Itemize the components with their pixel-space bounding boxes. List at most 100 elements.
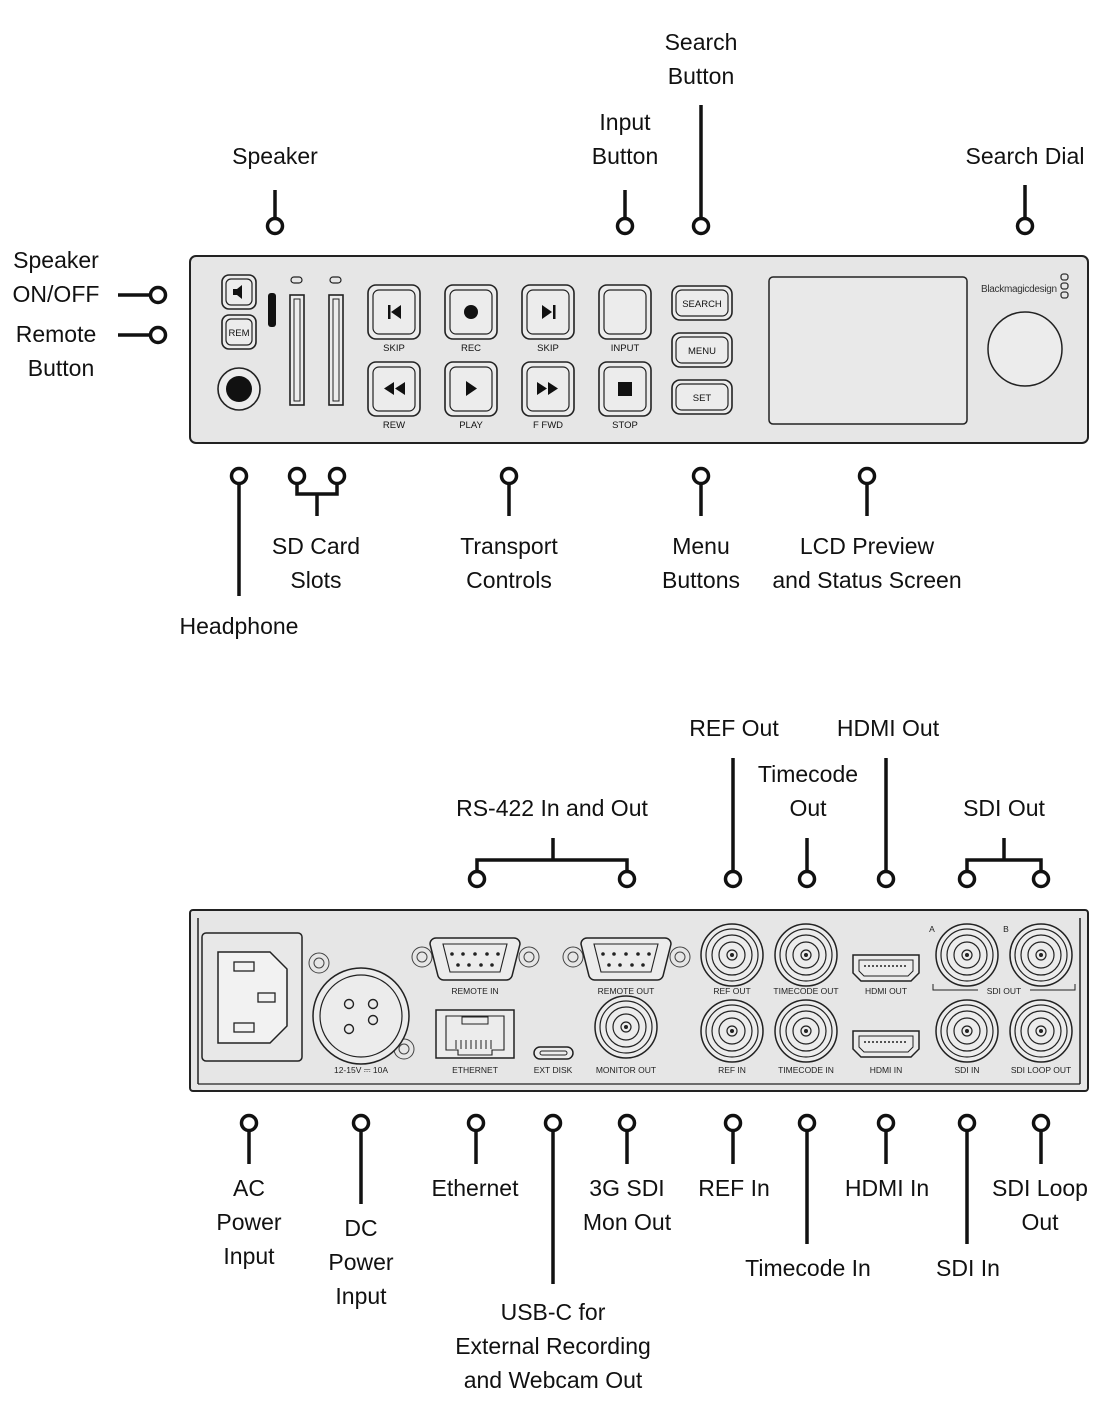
rewind-label: REW bbox=[383, 420, 405, 431]
label-sd-line1: SD Card bbox=[272, 533, 360, 559]
label-3gsdi-line1: 3G SDI bbox=[589, 1175, 664, 1201]
sdi-out-label: SDI OUT bbox=[987, 986, 1021, 996]
speaker-icon bbox=[233, 285, 242, 299]
label-sdi-out: SDI Out bbox=[963, 795, 1045, 821]
usb-c-port[interactable]: EXT DISK bbox=[533, 1046, 574, 1075]
dc-power-input[interactable]: 12-15V ⎓ 10A bbox=[308, 952, 415, 1075]
label-usbc-line2: External Recording bbox=[455, 1333, 651, 1359]
ethernet-port[interactable]: ETHERNET bbox=[435, 1009, 515, 1075]
sdi-in-port[interactable]: SDI IN bbox=[935, 999, 999, 1075]
rem-button[interactable]: REM bbox=[221, 314, 257, 350]
skip-back-button[interactable]: SKIP bbox=[367, 284, 421, 354]
label-timecode-out-line1: Timecode bbox=[758, 761, 858, 787]
timecode-in-label: TIMECODE IN bbox=[778, 1065, 834, 1075]
ref-in-port[interactable]: REF IN bbox=[700, 999, 764, 1075]
label-ac-line3: Input bbox=[223, 1243, 275, 1269]
label-dc-line1: DC bbox=[344, 1215, 377, 1241]
set-button-label: SET bbox=[693, 393, 712, 404]
sdi-in-label: SDI IN bbox=[954, 1065, 979, 1075]
label-speaker-onoff-line2: ON/OFF bbox=[13, 281, 100, 307]
label-usbc-line1: USB-C for bbox=[501, 1299, 606, 1325]
label-ethernet: Ethernet bbox=[432, 1175, 520, 1201]
label-remote-line2: Button bbox=[28, 355, 95, 381]
input-button[interactable]: INPUT bbox=[598, 284, 652, 354]
lcd-screen bbox=[768, 276, 968, 425]
label-ref-in: REF In bbox=[698, 1175, 770, 1201]
label-timecode-out-line2: Out bbox=[789, 795, 827, 821]
timecode-out-port[interactable]: TIMECODE OUT bbox=[773, 923, 839, 996]
headphone-jack[interactable] bbox=[217, 367, 261, 411]
label-transport-line1: Transport bbox=[460, 533, 558, 559]
label-hdmi-in: HDMI In bbox=[845, 1175, 929, 1201]
label-speaker: Speaker bbox=[232, 143, 318, 169]
timecode-in-port[interactable]: TIMECODE IN bbox=[774, 999, 838, 1075]
fast-forward-icon bbox=[537, 382, 558, 395]
label-dc-line3: Input bbox=[335, 1283, 387, 1309]
label-search-dial: Search Dial bbox=[966, 143, 1085, 169]
timecode-out-label: TIMECODE OUT bbox=[773, 986, 838, 996]
sd-card-slot-2[interactable] bbox=[328, 276, 344, 406]
remote-in-port[interactable]: REMOTE IN bbox=[411, 937, 540, 996]
label-ref-out: REF Out bbox=[689, 715, 779, 741]
label-rs422: RS-422 In and Out bbox=[456, 795, 648, 821]
label-sdi-loop-line2: Out bbox=[1021, 1209, 1059, 1235]
label-menu-line2: Buttons bbox=[662, 567, 740, 593]
label-search-line2: Button bbox=[668, 63, 735, 89]
label-sdi-in: SDI In bbox=[936, 1255, 1000, 1281]
skip-forward-button[interactable]: SKIP bbox=[521, 284, 575, 354]
label-sdi-loop-line1: SDI Loop bbox=[992, 1175, 1088, 1201]
label-ac-line2: Power bbox=[216, 1209, 282, 1235]
hdmi-out-port[interactable]: HDMI OUT bbox=[852, 954, 920, 996]
label-menu-line1: Menu bbox=[672, 533, 730, 559]
monitor-out-port[interactable]: MONITOR OUT bbox=[594, 995, 658, 1075]
ac-power-input[interactable] bbox=[201, 932, 303, 1062]
label-headphone: Headphone bbox=[180, 613, 299, 639]
speaker-onoff-button[interactable] bbox=[221, 274, 257, 310]
sd-card-slot-1[interactable] bbox=[289, 276, 305, 406]
rear-leaders bbox=[239, 758, 1051, 1284]
label-remote-line1: Remote bbox=[16, 321, 97, 347]
play-icon bbox=[466, 381, 477, 396]
ethernet-label: ETHERNET bbox=[452, 1065, 498, 1075]
rewind-button[interactable]: REW bbox=[367, 361, 421, 431]
label-input-line1: Input bbox=[599, 109, 651, 135]
ext-disk-label: EXT DISK bbox=[534, 1065, 573, 1075]
monitor-out-label: MONITOR OUT bbox=[596, 1065, 656, 1075]
ref-out-label: REF OUT bbox=[713, 986, 750, 996]
label-input-line2: Button bbox=[592, 143, 659, 169]
front-labels: Speaker Input Button Search Button Searc… bbox=[13, 29, 1085, 639]
skip-forward-label: SKIP bbox=[537, 343, 559, 354]
sdi-out-b-port[interactable] bbox=[1009, 923, 1073, 987]
remote-in-label: REMOTE IN bbox=[451, 986, 498, 996]
fast-forward-label: F FWD bbox=[533, 420, 563, 431]
record-button[interactable]: REC bbox=[444, 284, 498, 354]
stop-button[interactable]: STOP bbox=[598, 361, 652, 431]
remote-out-port[interactable]: REMOTE OUT bbox=[562, 937, 691, 996]
search-dial[interactable] bbox=[987, 311, 1063, 387]
stop-label: STOP bbox=[612, 420, 638, 431]
hdmi-in-port[interactable]: HDMI IN bbox=[852, 1030, 920, 1075]
search-button-label: SEARCH bbox=[682, 299, 722, 310]
rear-panel: 12-15V ⎓ 10A REMOTE IN REMOTE OUT ET bbox=[189, 909, 1089, 1092]
set-button[interactable]: SET bbox=[671, 379, 733, 415]
menu-button[interactable]: MENU bbox=[671, 332, 733, 368]
record-icon bbox=[464, 305, 478, 319]
sdi-a-label: A bbox=[929, 924, 935, 934]
rem-button-label: REM bbox=[228, 328, 249, 339]
remote-out-label: REMOTE OUT bbox=[598, 986, 655, 996]
label-dc-line2: Power bbox=[328, 1249, 394, 1275]
label-usbc-line3: and Webcam Out bbox=[464, 1367, 643, 1393]
play-button[interactable]: PLAY bbox=[444, 361, 498, 431]
fast-forward-button[interactable]: F FWD bbox=[521, 361, 575, 431]
ref-out-port[interactable]: REF OUT bbox=[700, 923, 764, 996]
rear-labels: RS-422 In and Out REF Out Timecode Out H… bbox=[216, 715, 1088, 1393]
stop-icon bbox=[618, 382, 632, 396]
label-speaker-onoff-line1: Speaker bbox=[13, 247, 99, 273]
sdi-out-a-port[interactable] bbox=[935, 923, 999, 987]
sdi-b-label: B bbox=[1003, 924, 1009, 934]
search-button[interactable]: SEARCH bbox=[671, 285, 733, 321]
skip-forward-icon bbox=[542, 305, 552, 319]
sdi-loop-out-port[interactable]: SDI LOOP OUT bbox=[1009, 999, 1073, 1075]
front-leaders bbox=[118, 105, 1035, 596]
